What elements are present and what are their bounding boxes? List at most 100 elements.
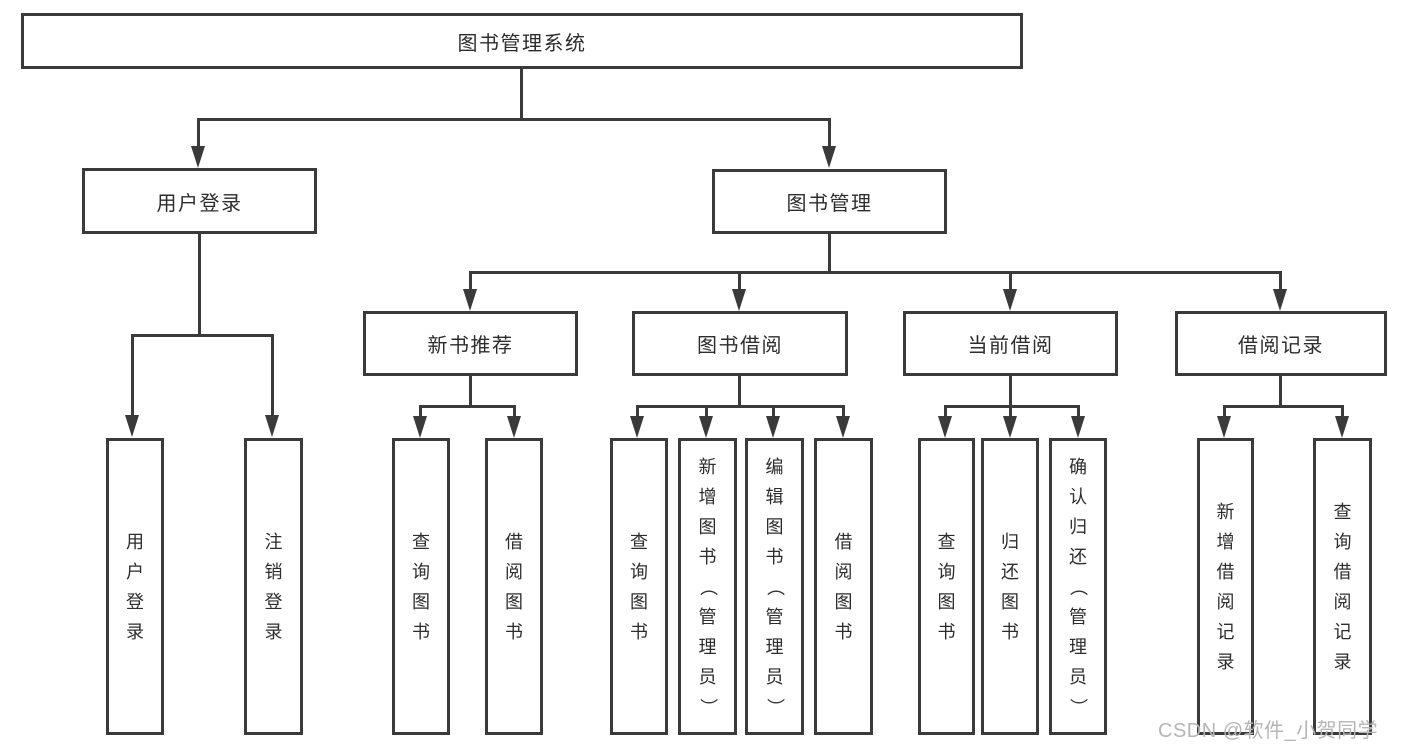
node-new-book-recommend: 新书推荐: [363, 311, 578, 376]
leaf-borrow-book-borrow: 借阅图书: [814, 438, 873, 735]
vertical-char: 录: [264, 621, 283, 642]
leaf-query-book-borrow: 查询图书: [610, 438, 668, 735]
vertical-char: 书: [1001, 621, 1019, 642]
connector-drop-borrow-book-borrow: [842, 405, 845, 419]
vertical-char: 图: [630, 591, 648, 612]
connector-drop-query-book-current: [944, 405, 947, 419]
vertical-char: 图: [505, 591, 523, 612]
vertical-char: 阅: [1216, 591, 1235, 612]
connector-root-hbar: [197, 118, 831, 121]
leaf-logout: 注销登录: [244, 438, 303, 735]
leaf-return-book: 归还图书: [981, 438, 1039, 735]
vertical-char: 认: [1069, 486, 1087, 507]
connector-drop-confirm-return-admin: [1077, 405, 1080, 419]
connector-drop-book-management: [828, 118, 831, 150]
connector-book-borrow-hbar: [636, 405, 845, 408]
connector-user-login-hbar: [131, 334, 274, 337]
arrow-down-query-book-rec: [413, 416, 427, 438]
vertical-char: 询: [937, 561, 956, 582]
vertical-char: 阅: [834, 561, 853, 582]
leaf-confirm-return-admin: 确认归还（管理员）: [1049, 438, 1107, 735]
vertical-char: 增: [1216, 531, 1235, 552]
vertical-char: 录: [126, 621, 144, 642]
vertical-char: 书: [630, 621, 648, 642]
arrow-down-add-borrow-record: [1217, 416, 1231, 438]
connector-drop-query-borrow-record: [1341, 405, 1344, 419]
vertical-char: 查: [1333, 501, 1352, 522]
vertical-char: 销: [264, 561, 283, 582]
node-book-management-label: 图书管理: [786, 193, 873, 215]
node-new-book-recommend-label: 新书推荐: [427, 335, 514, 357]
vertical-char: 图: [765, 516, 784, 537]
vertical-char: 录: [1216, 651, 1235, 672]
connector-drop-leaf-user-login: [131, 334, 134, 420]
vertical-char: 询: [412, 561, 430, 582]
vertical-char: 录: [1333, 651, 1352, 672]
arrow-down-edit-book-admin: [766, 416, 780, 438]
connector-new-book-recommend-hbar: [419, 405, 516, 408]
node-book-borrow-label: 图书借阅: [697, 335, 783, 357]
vertical-char: 理: [1069, 636, 1087, 657]
node-book-management: 图书管理: [712, 169, 947, 234]
vertical-char: 用: [126, 531, 144, 552]
vertical-char: 户: [126, 561, 144, 582]
vertical-char: 图: [937, 591, 956, 612]
connector-book-borrow-trunk: [738, 376, 741, 408]
vertical-char: 管: [698, 606, 717, 627]
vertical-char: （: [764, 577, 785, 596]
vertical-char: 新: [698, 456, 717, 477]
leaf-query-borrow-record: 查询借阅记录: [1313, 438, 1372, 735]
vertical-char: 还: [1001, 561, 1019, 582]
arrow-down-return-book: [1003, 416, 1017, 438]
arrow-down-book-management: [822, 146, 836, 168]
vertical-char: 还: [1069, 546, 1087, 567]
vertical-char: 书: [937, 621, 956, 642]
arrow-down-leaf-logout: [265, 415, 279, 437]
vertical-char: 辑: [765, 486, 784, 507]
vertical-char: 阅: [1333, 591, 1352, 612]
vertical-char: 图: [834, 591, 853, 612]
leaf-user-login: 用户登录: [106, 438, 164, 735]
vertical-char: 员: [1069, 666, 1087, 687]
vertical-char: 书: [505, 621, 523, 642]
node-user-login-label: 用户登录: [156, 192, 243, 215]
connector-book-management-trunk: [828, 234, 831, 274]
vertical-char: 图: [1001, 591, 1019, 612]
connector-drop-query-book-borrow: [636, 405, 639, 419]
vertical-char: 查: [937, 531, 956, 552]
vertical-char: （: [697, 577, 718, 596]
arrow-down-borrow-book-rec: [507, 416, 521, 438]
csdn-watermark: CSDN @软件_小贺同学: [1158, 720, 1379, 742]
vertical-char: 理: [765, 636, 784, 657]
arrow-down-leaf-user-login: [125, 415, 139, 437]
vertical-char: （: [1068, 577, 1088, 596]
arrow-down-borrow-book-borrow: [836, 416, 850, 438]
connector-current-borrow-hbar: [944, 405, 1080, 408]
arrow-down-confirm-return-admin: [1071, 416, 1085, 438]
vertical-char: 确: [1069, 456, 1087, 477]
vertical-char: 新: [1216, 501, 1235, 522]
connector-user-login-trunk: [198, 234, 201, 337]
vertical-char: 增: [698, 486, 717, 507]
connector-drop-add-book-admin: [705, 405, 708, 419]
vertical-char: 图: [412, 591, 430, 612]
connector-drop-return-book: [1009, 405, 1012, 419]
vertical-char: 查: [630, 531, 648, 552]
vertical-char: 登: [126, 591, 144, 612]
vertical-char: ）: [697, 697, 718, 716]
vertical-char: 书: [834, 621, 853, 642]
node-book-borrow: 图书借阅: [632, 311, 848, 376]
connector-drop-current-borrow: [1009, 271, 1012, 293]
arrow-down-query-borrow-record: [1335, 416, 1349, 438]
root-node-box: 图书管理系统: [21, 13, 1023, 69]
vertical-char: 借: [505, 531, 523, 552]
leaf-query-book-rec: 查询图书: [392, 438, 450, 735]
vertical-char: 管: [765, 606, 784, 627]
node-current-borrow-label: 当前借阅: [967, 335, 1054, 357]
vertical-char: 阅: [505, 561, 523, 582]
vertical-char: 编: [765, 456, 784, 477]
connector-drop-book-borrow: [738, 271, 741, 293]
vertical-char: 记: [1333, 621, 1352, 642]
connector-drop-user-login: [197, 118, 200, 150]
